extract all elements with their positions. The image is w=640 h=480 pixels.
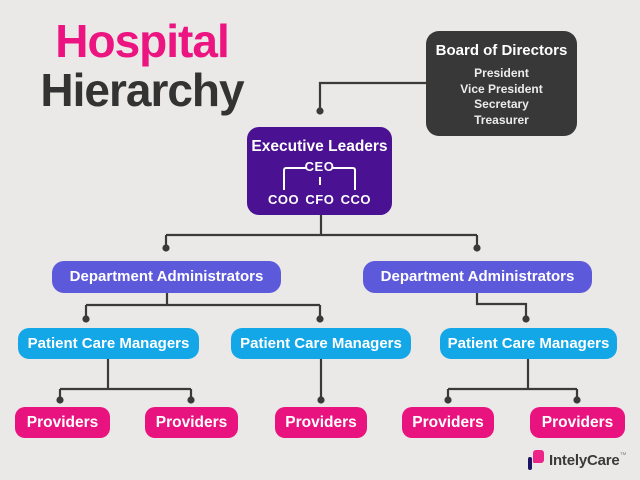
executive-leaders-box: Executive Leaders CEO COO CFO CCO xyxy=(247,127,392,215)
connector-pcm1-prov xyxy=(58,359,193,400)
intelycare-logo: IntelyCare™ xyxy=(528,450,627,470)
intelycare-logo-text: IntelyCare™ xyxy=(549,451,627,469)
patient-care-managers-box-1: Patient Care Managers xyxy=(18,328,199,359)
executive-leaders-title: Executive Leaders xyxy=(251,138,388,155)
intelycare-logo-icon xyxy=(528,450,544,470)
department-administrators-box-1: Department Administrators xyxy=(52,261,281,293)
coo-label: COO xyxy=(268,192,300,207)
executive-mini-tree: CEO COO CFO CCO xyxy=(247,159,392,209)
title-line-hierarchy: Hierarchy xyxy=(40,64,244,116)
logo-icon-flag xyxy=(533,450,544,463)
cfo-label: CFO xyxy=(305,192,335,207)
patient-care-managers-box-3: Patient Care Managers xyxy=(440,328,617,359)
board-title: Board of Directors xyxy=(435,42,568,59)
page-title: Hospital Hierarchy xyxy=(12,18,272,113)
connector-dept2-pcm xyxy=(475,293,528,319)
board-of-directors-box: Board of Directors President Vice Presid… xyxy=(426,31,577,136)
board-member-vice-president: Vice President xyxy=(460,81,543,96)
connector-board-exec xyxy=(318,81,426,111)
department-administrators-box-2: Department Administrators xyxy=(363,261,592,293)
patient-care-managers-box-2: Patient Care Managers xyxy=(231,328,411,359)
exec-center-dash xyxy=(318,177,321,185)
ceo-label: CEO xyxy=(304,159,335,174)
board-member-president: President xyxy=(474,66,529,80)
logo-icon-stem xyxy=(528,457,532,470)
connector-dept1-pcm xyxy=(84,293,322,319)
providers-box-1: Providers xyxy=(15,407,110,438)
exec-bracket-right xyxy=(333,167,356,190)
exec-bracket-left xyxy=(283,167,306,190)
providers-box-5: Providers xyxy=(530,407,625,438)
connector-exec-depts xyxy=(164,215,479,248)
providers-box-3: Providers xyxy=(275,407,367,438)
providers-box-4: Providers xyxy=(402,407,494,438)
providers-box-2: Providers xyxy=(145,407,238,438)
title-line-hospital: Hospital xyxy=(55,15,229,67)
logo-wordmark: IntelyCare xyxy=(549,451,620,469)
board-member-secretary: Secretary xyxy=(474,97,529,111)
board-member-treasurer: Treasurer xyxy=(474,112,529,127)
cco-label: CCO xyxy=(340,192,371,207)
connector-pcm3-prov xyxy=(446,359,579,400)
exec-subordinates-row: COO CFO CCO xyxy=(247,192,392,207)
trademark-mark: ™ xyxy=(619,451,627,459)
